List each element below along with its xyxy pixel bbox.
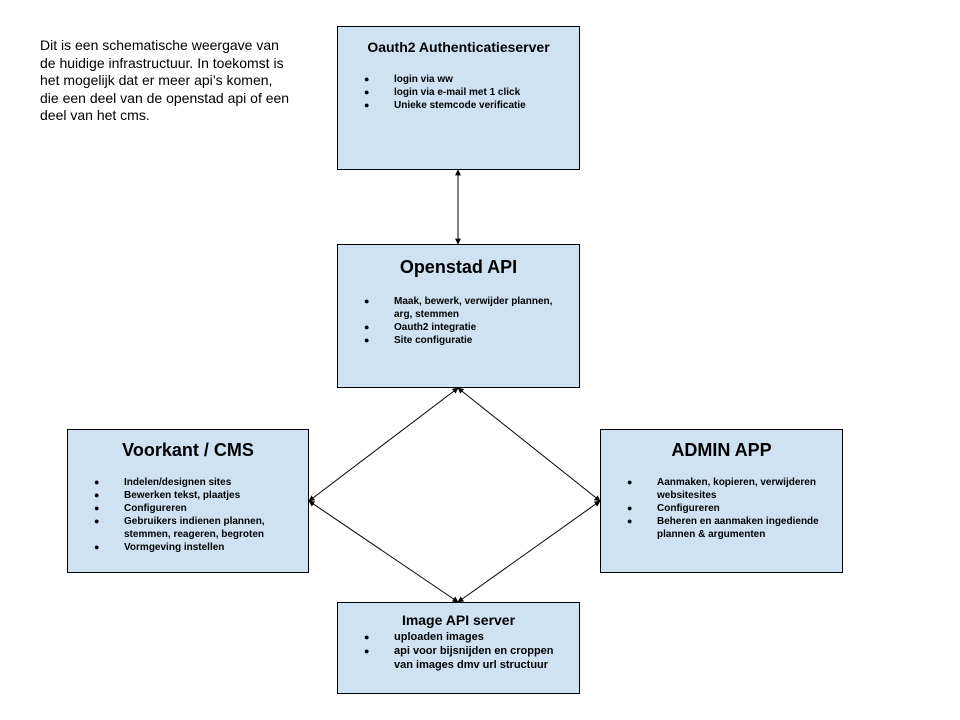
cms-feature-list: ● Indelen/designen sites ● Bewerken tekst, … [68, 476, 308, 554]
bullet-icon: ● [364, 74, 370, 84]
image-api-feature-list: ● uploaden images ● api voor bijsnijden en … [338, 630, 579, 672]
feature-item-text: Site configuratie [394, 335, 473, 346]
bullet-icon: ● [627, 516, 633, 526]
feature-item: ● uploaden images [338, 630, 579, 644]
feature-item: ● Oauth2 integratie [338, 321, 579, 334]
feature-item-text: Indelen/designen sites [124, 477, 232, 488]
bullet-icon: ● [94, 542, 100, 552]
feature-item: ● Site configuratie [338, 334, 579, 347]
feature-item-text: arg, stemmen [394, 309, 460, 320]
feature-item: ● Aanmaken, kopieren, verwijderen websites… [601, 476, 842, 502]
connector-arrow-api-admin [457, 387, 601, 502]
cms-title: Voorkant / CMS [122, 440, 254, 460]
feature-item: ● Maak, bewerk, verwijder plannen, arg, st… [338, 295, 579, 321]
connector-arrow-cms-image [308, 500, 459, 603]
bullet-icon: ● [364, 646, 370, 656]
feature-item-text: Vormgeving instellen [124, 542, 225, 553]
oauth-server-title: Oauth2 Authenticatieserver [367, 39, 550, 55]
admin-app-feature-list: ● Aanmaken, kopieren, verwijderen websites… [601, 476, 842, 541]
feature-item-text: login via e-mail met 1 click [394, 87, 521, 98]
feature-item: ● Indelen/designen sites [68, 476, 308, 489]
feature-item-text: stemmen, reageren, begroten [124, 529, 265, 540]
feature-item: ● Gebruikers indienen plannen, stemmen, re… [68, 515, 308, 541]
feature-item-text: Oauth2 integratie [394, 322, 477, 333]
feature-item-text: api voor bijsnijden en croppen [394, 645, 554, 657]
openstad-api-box: Openstad API ● Maak, bewerk, verwijder pl… [337, 244, 580, 388]
openstad-api-title: Openstad API [399, 257, 518, 277]
image-api-title: Image API server [401, 612, 516, 628]
feature-item-text: plannen & argumenten [657, 529, 766, 540]
bullet-icon: ● [364, 632, 370, 642]
feature-item-text: Aanmaken, kopieren, verwijderen [657, 477, 816, 488]
feature-item: ● login via e-mail met 1 click [338, 86, 579, 99]
feature-item-text: Maak, bewerk, verwijder plannen, [394, 296, 553, 307]
feature-item: ● Vormgeving instellen [68, 541, 308, 554]
bullet-icon: ● [364, 322, 370, 332]
bullet-icon: ● [94, 490, 100, 500]
bullet-icon: ● [627, 477, 633, 487]
openstad-api-feature-list: ● Maak, bewerk, verwijder plannen, arg, st… [338, 295, 579, 347]
feature-item-text: Beheren en aanmaken ingediende [657, 516, 819, 527]
oauth-server-box: Oauth2 Authenticatieserver ● login via ww… [337, 26, 580, 170]
feature-item: ● Unieke stemcode verificatie [338, 99, 579, 112]
bullet-icon: ● [364, 100, 370, 110]
bullet-icon: ● [94, 503, 100, 513]
admin-app-title: ADMIN APP [671, 440, 772, 460]
feature-item: ● Bewerken tekst, plaatjes [68, 489, 308, 502]
intro-text: Dit is een schematische weergave van de … [40, 37, 290, 123]
bullet-icon: ● [364, 296, 370, 306]
feature-item-text: Gebruikers indienen plannen, [124, 516, 265, 527]
feature-item: ● login via ww [338, 73, 579, 86]
image-api-box: Image API server ● uploaden images ● api vo… [337, 602, 580, 694]
connector-arrow-admin-image [457, 500, 601, 603]
feature-item-text: Configureren [657, 503, 720, 514]
feature-item-text: uploaden images [394, 631, 484, 643]
feature-item: ● api voor bijsnijden en croppen van image… [338, 644, 579, 672]
bullet-icon: ● [94, 477, 100, 487]
feature-item-text: Configureren [124, 503, 187, 514]
bullet-icon: ● [364, 335, 370, 345]
bullet-icon: ● [364, 87, 370, 97]
connector-arrow-api-cms [308, 387, 459, 502]
feature-item-text: Bewerken tekst, plaatjes [124, 490, 241, 501]
bullet-icon: ● [94, 516, 100, 526]
feature-item-text: van images dmv url structuur [394, 659, 549, 671]
bullet-icon: ● [627, 503, 633, 513]
cms-box: Voorkant / CMS ● Indelen/designen sites ● B… [67, 429, 309, 573]
feature-item: ● Configureren [601, 502, 842, 515]
feature-item-text: websitesites [657, 490, 717, 501]
feature-item-text: Unieke stemcode verificatie [394, 100, 526, 111]
admin-app-box: ADMIN APP ● Aanmaken, kopieren, verwijder… [600, 429, 843, 573]
oauth-server-feature-list: ● login via ww ● login via e-mail met 1 cli… [338, 73, 579, 112]
feature-item-text: login via ww [394, 74, 453, 85]
feature-item: ● Configureren [68, 502, 308, 515]
feature-item: ● Beheren en aanmaken ingediende plannen &… [601, 515, 842, 541]
